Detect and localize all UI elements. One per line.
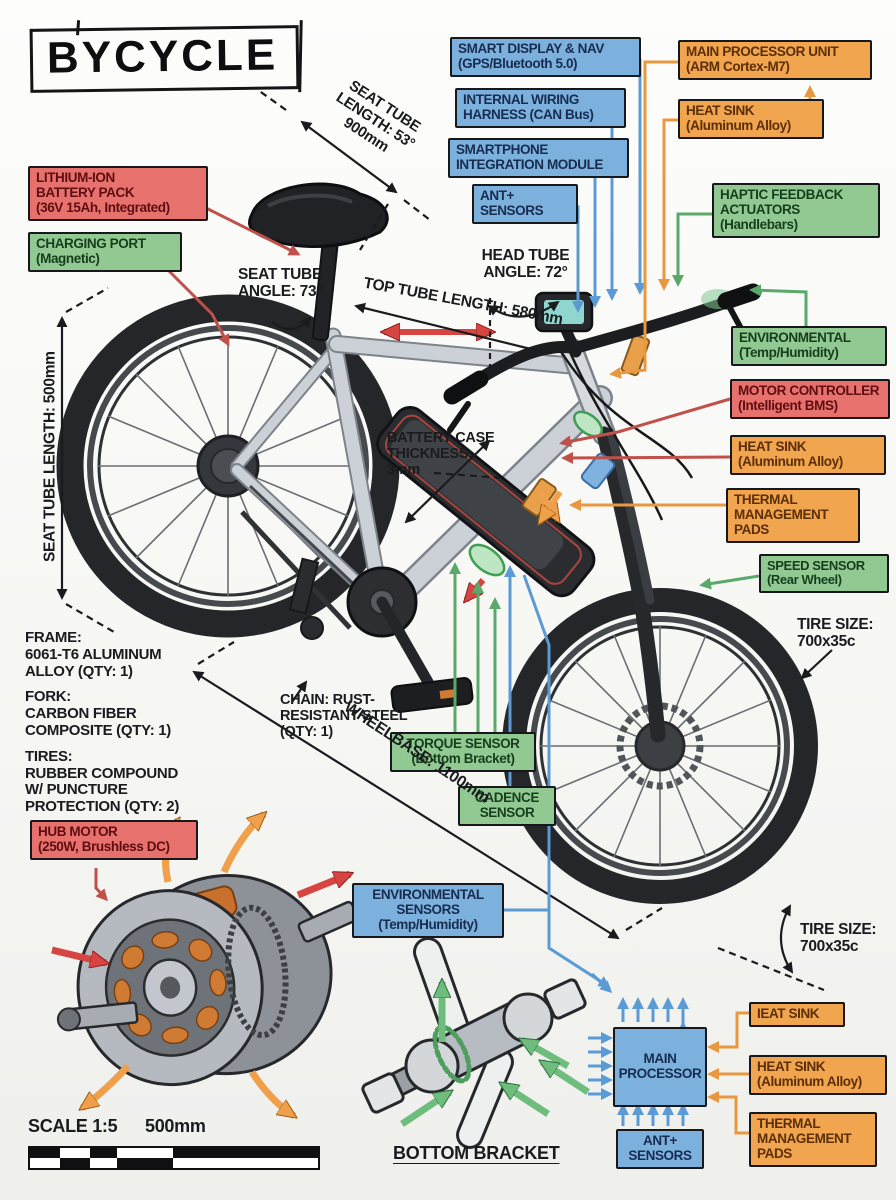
label-heat-sink-top[interactable]: HEAT SINK(Aluminum Alloy) bbox=[678, 99, 824, 139]
crank-arm bbox=[376, 596, 434, 688]
label-heat-sink-right[interactable]: HEAT SINK(Aluminum Alloy) bbox=[730, 435, 886, 475]
front-wheel bbox=[502, 588, 818, 904]
label-ant-sensors-top[interactable]: ANT+SENSORS bbox=[472, 184, 578, 224]
label-smart-display[interactable]: SMART DISPLAY & NAV(GPS/Bluetooth 5.0) bbox=[450, 37, 641, 77]
sensor-highlight-green bbox=[572, 410, 604, 438]
handlebar bbox=[446, 286, 759, 402]
torque-sensor-highlight bbox=[468, 543, 506, 577]
hub-motor-illustration bbox=[51, 814, 359, 1119]
label-heat-sink-bottom[interactable]: HEAT SINK(Aluminum Alloy) bbox=[749, 1055, 887, 1095]
label-main-processor-unit[interactable]: MAIN PROCESSOR UNIT(ARM Cortex-M7) bbox=[678, 40, 872, 80]
annotation-bottom-bracket: BOTTOM BRACKET bbox=[393, 1143, 560, 1163]
annotation-seat-tube-length-left: SEAT TUBE LENGTH: 500mm bbox=[41, 351, 59, 563]
label-ant-sensors-bottom[interactable]: ANT+SENSORS bbox=[616, 1129, 704, 1169]
label-hub-motor[interactable]: HUB MOTOR(250W, Brushless DC) bbox=[30, 820, 198, 860]
label-speed-sensor[interactable]: SPEED SENSOR(Rear Wheel) bbox=[759, 554, 889, 593]
derailleur bbox=[288, 557, 320, 615]
fork bbox=[596, 426, 666, 743]
label-motor-controller[interactable]: MOTOR CONTROLLER(Intelligent BMS) bbox=[730, 379, 890, 419]
scale-label: SCALE 1:5 bbox=[28, 1116, 118, 1136]
annotation-tire-size-lower: TIRE SIZE:700x35c bbox=[800, 921, 877, 956]
scale-bar-row-top bbox=[30, 1148, 318, 1158]
annotation-tire-size-upper: TIRE SIZE:700x35c bbox=[797, 616, 874, 651]
dimension-lines bbox=[56, 89, 833, 992]
scale-bar-row-bottom bbox=[30, 1158, 318, 1168]
connectors-orange bbox=[569, 60, 816, 1135]
connectors-green bbox=[449, 212, 808, 732]
brake-disc bbox=[616, 702, 704, 790]
cockpit bbox=[443, 283, 762, 521]
scale-bar bbox=[28, 1146, 320, 1170]
label-ieat-sink[interactable]: IEAT SINK bbox=[749, 1002, 845, 1027]
scale-length: 500mm bbox=[145, 1116, 206, 1136]
label-environmental[interactable]: ENVIRONMENTAL(Temp/Humidity) bbox=[731, 326, 887, 366]
connectors-red bbox=[94, 198, 731, 902]
label-charging-port[interactable]: CHARGING PORT(Magnetic) bbox=[28, 232, 182, 272]
page-title: BYCYCLE bbox=[29, 25, 300, 93]
bottom-bracket-illustration bbox=[361, 937, 590, 1149]
